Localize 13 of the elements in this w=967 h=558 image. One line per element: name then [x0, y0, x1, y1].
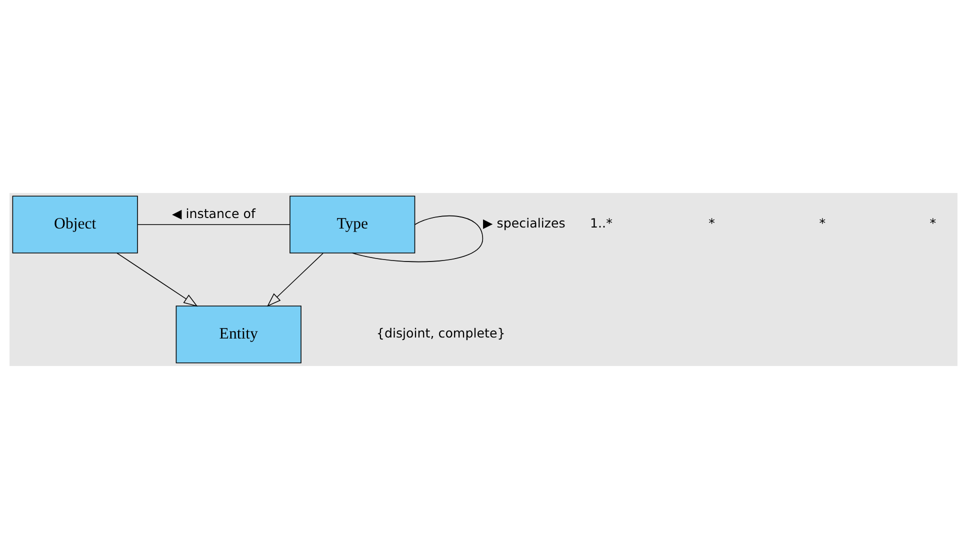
edge-label: ◀ instance of [172, 206, 256, 221]
node-box: Type [290, 195, 416, 253]
label: * [708, 215, 715, 230]
label: {disjoint, complete} [376, 324, 506, 340]
node-box: Object [12, 195, 138, 253]
label: * [819, 215, 826, 230]
arrow [266, 252, 324, 306]
node-box: Entity [176, 305, 302, 363]
label: 1..* [590, 215, 612, 230]
arrow [116, 252, 198, 306]
label: * [930, 215, 936, 230]
connector [352, 214, 484, 262]
edge-label: ▶ specializes [483, 215, 566, 230]
